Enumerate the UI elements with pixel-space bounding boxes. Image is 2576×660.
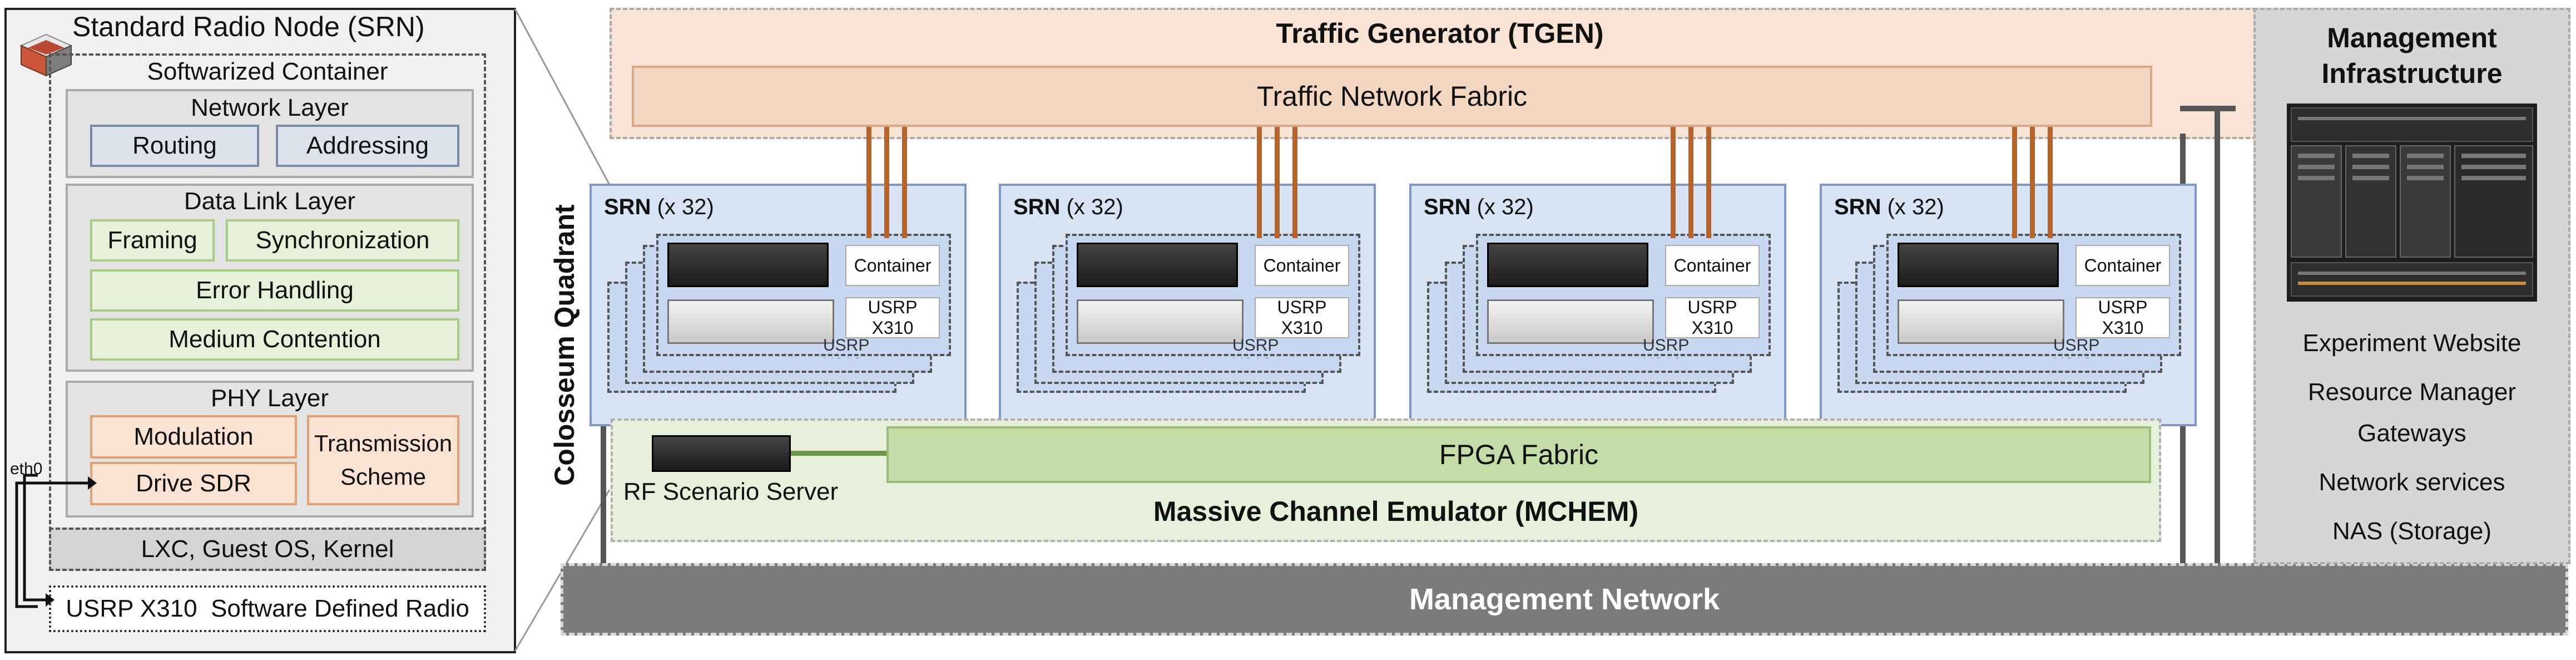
data-link-layer-title: Data Link Layer	[184, 188, 356, 215]
container-label: Container	[2075, 245, 2170, 286]
rf-scenario-server-label: RF Scenario Server	[623, 478, 839, 505]
fpga-fabric: FPGA Fabric	[886, 426, 2151, 483]
srn-group-title: SRN (x 32)	[604, 195, 714, 219]
usrp-icon	[1487, 299, 1654, 344]
usrp-label-shadow: USRP X310	[823, 336, 869, 358]
management-title-line2: Infrastructure	[2321, 58, 2503, 89]
tgen-title: Traffic Generator (TGEN)	[1276, 18, 1604, 49]
mgmt-item-experiment-website: Experiment Website	[2302, 329, 2521, 357]
srn-group-title: SRN (x 32)	[1424, 195, 1534, 219]
usrp-label: USRP X310	[1665, 297, 1760, 338]
container-label: Container	[1255, 245, 1349, 286]
colosseum-quadrant-text: Colosseum Quadrant	[549, 204, 580, 486]
drive-sdr-box: Drive SDR	[90, 462, 297, 505]
container-label: Container	[1665, 245, 1760, 286]
synchronization-box: Synchronization	[226, 219, 459, 262]
mgmt-line-right-top	[2180, 106, 2236, 111]
rf-scenario-server-icon	[652, 435, 791, 472]
usrp-label-shadow: USRP X310	[1643, 336, 1689, 358]
mgmt-line-left	[601, 390, 606, 568]
traffic-network-fabric: Traffic Network Fabric	[632, 66, 2152, 127]
srn-panel-title: Standard Radio Node (SRN)	[72, 11, 425, 42]
network-layer-title: Network Layer	[191, 94, 349, 121]
routing-box: Routing	[90, 125, 259, 167]
usrp-label: USRP X310	[1255, 297, 1349, 338]
server-rack-icon	[2287, 104, 2537, 302]
srn-group-title: SRN (x 32)	[1834, 195, 1944, 219]
softwarized-container-title: Softwarized Container	[147, 58, 388, 85]
server-icon	[1487, 243, 1648, 287]
mgmt-item-nas-storage: NAS (Storage)	[2332, 518, 2492, 545]
mgmt-line-right-vert	[2215, 106, 2220, 568]
usrp-label-shadow: USRP X310	[1232, 336, 1279, 358]
node-cube-icon	[19, 33, 73, 77]
management-title: Management Infrastructure	[2253, 17, 2570, 95]
container-label: Container	[845, 245, 940, 286]
management-network: Management Network	[561, 563, 2568, 636]
medium-contention-box: Medium Contention	[90, 318, 459, 361]
addressing-box: Addressing	[276, 125, 459, 167]
mgmt-item-network-services: Network services	[2319, 469, 2505, 496]
transmission-scheme-box: Transmission Scheme	[307, 415, 459, 505]
srn-group-title: SRN (x 32)	[1013, 195, 1123, 219]
mchem-title: Massive Channel Emulator (MCHEM)	[1153, 496, 1639, 527]
usrp-label: USRP X310	[845, 297, 940, 338]
usrp-label: USRP X310	[2075, 297, 2170, 338]
usrp-icon	[1077, 299, 1244, 344]
usrp-icon	[667, 299, 834, 344]
eth0-connector	[15, 474, 97, 608]
server-icon	[1898, 243, 2059, 287]
framing-box: Framing	[90, 219, 215, 262]
rf-server-link	[791, 451, 886, 456]
management-title-line1: Management	[2327, 22, 2497, 53]
usrp-icon	[1898, 299, 2064, 344]
server-icon	[1077, 243, 1238, 287]
usrp-radio-box: USRP X310 Software Defined Radio	[49, 585, 486, 632]
transmission-scheme-label: Transmission Scheme	[314, 430, 453, 490]
modulation-box: Modulation	[90, 415, 297, 459]
os-kernel-bar: LXC, Guest OS, Kernel	[49, 528, 486, 571]
mgmt-item-gateways: Gateways	[2357, 420, 2466, 447]
usrp-label-shadow: USRP X310	[2053, 336, 2099, 358]
phy-layer-title: PHY Layer	[211, 385, 329, 412]
server-icon	[667, 243, 829, 287]
error-handling-box: Error Handling	[90, 269, 459, 312]
mgmt-item-resource-manager: Resource Manager	[2307, 378, 2516, 406]
